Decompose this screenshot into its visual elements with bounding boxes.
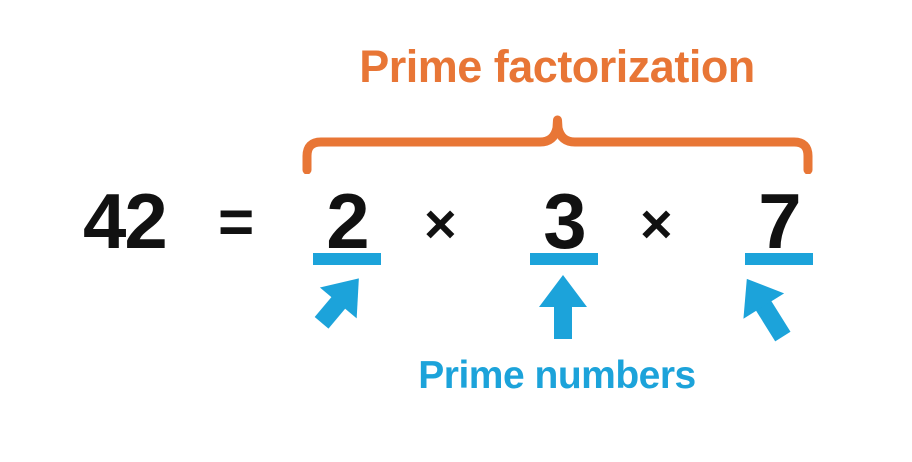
prime-factorization-title: Prime factorization — [0, 44, 912, 89]
equation-row: 42 = 2 × 3 × 7 — [0, 182, 912, 268]
prime-factor-3-digit: 3 — [543, 177, 586, 265]
prime-numbers-caption: Prime numbers — [0, 356, 912, 395]
prime-numbers-caption-text: Prime numbers — [418, 354, 696, 397]
times-sign-2: × — [640, 192, 673, 255]
prime-factor-2-digit: 2 — [326, 177, 369, 265]
equals-sign: = — [218, 188, 255, 257]
prime-factor-2-underline — [313, 253, 381, 265]
prime-factor-7-underline — [745, 253, 813, 265]
times-sign-1: × — [424, 192, 457, 255]
arrow-to-prime-3 — [539, 275, 587, 339]
prime-factor-7-digit: 7 — [758, 177, 801, 265]
orange-brace-icon — [302, 115, 813, 174]
prime-factor-7: 7 — [731, 177, 827, 265]
prime-factor-3: 3 — [516, 177, 612, 265]
prime-factorization-title-text: Prime factorization — [359, 41, 755, 92]
arrow-to-prime-7 — [743, 278, 791, 342]
equation-product: 42 — [83, 177, 168, 265]
arrow-to-prime-2 — [314, 278, 359, 329]
prime-factor-3-underline — [530, 253, 598, 265]
prime-factor-2: 2 — [299, 177, 395, 265]
